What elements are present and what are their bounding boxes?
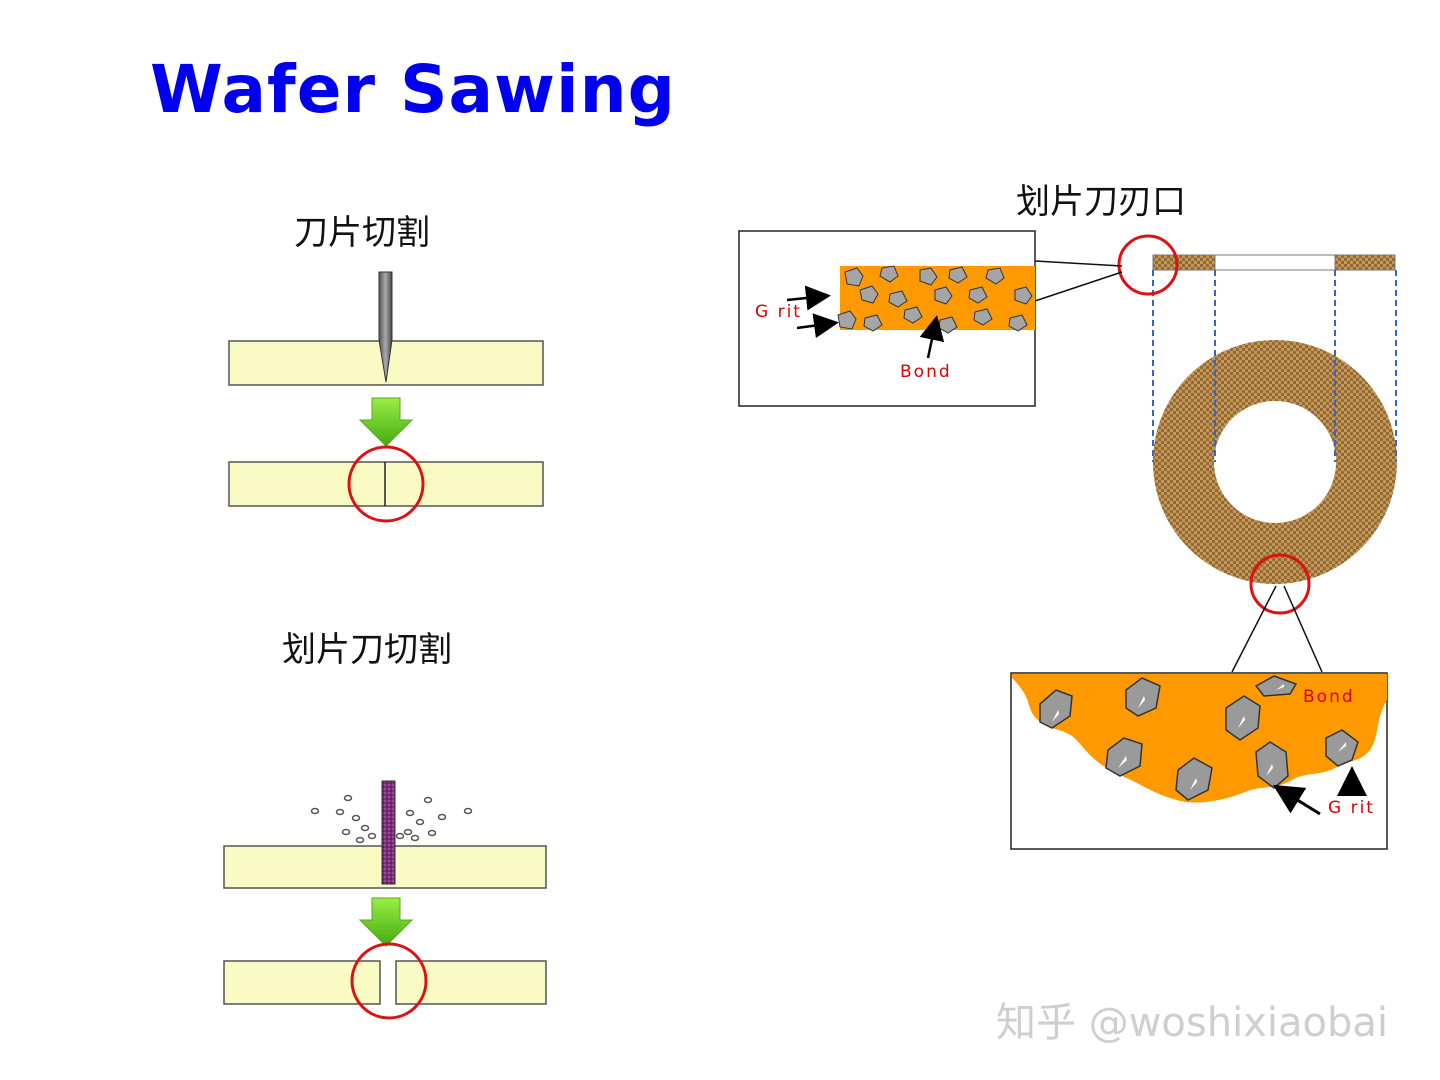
debris-particles xyxy=(310,794,473,844)
dicing-saw-cut-label: 划片刀切割 xyxy=(282,630,452,670)
watermark: 知乎 @woshixiaobai xyxy=(996,1000,1388,1046)
edge-strip-right xyxy=(1334,254,1396,271)
down-arrow-icon-2 xyxy=(358,897,414,947)
highlight-circle-bottom xyxy=(1249,553,1311,615)
down-arrow-icon xyxy=(358,397,414,447)
wafer-bottom-2-right xyxy=(395,960,547,1005)
edge-strip-hole xyxy=(1214,254,1336,271)
edge-detail-inset: G rit Bond xyxy=(738,230,1036,407)
blade-wheel-ring xyxy=(1152,340,1397,584)
bond-layer-bottom xyxy=(1012,674,1387,803)
bond-label-top: Bond xyxy=(900,362,952,382)
bond-label-bottom: Bond xyxy=(1303,687,1355,707)
connector-line xyxy=(1283,585,1323,673)
wafer-bottom-1 xyxy=(228,461,544,507)
dashed-guides xyxy=(1152,270,1397,462)
grit-particles-top xyxy=(837,265,1033,334)
connector-line xyxy=(1034,260,1123,267)
saw-cut-group xyxy=(223,780,547,1020)
grit-arrow xyxy=(796,313,839,339)
grit-arrow-bottom xyxy=(1272,784,1321,816)
grit-highlights xyxy=(1052,684,1346,790)
grit-label-top: G rit xyxy=(755,302,802,322)
dicing-saw-blade-icon xyxy=(381,780,396,885)
grit-label-bottom: G rit xyxy=(1328,798,1375,818)
grit-arrow xyxy=(786,285,831,311)
knife-blade-icon xyxy=(378,271,393,383)
blade-wheel-group xyxy=(1034,234,1397,673)
grit-detail-inset: Bond G rit xyxy=(1010,672,1388,850)
highlight-circle-edge xyxy=(1117,234,1179,296)
blade-cut-group xyxy=(228,271,544,523)
highlight-circle-icon xyxy=(347,445,425,523)
edge-strip-left xyxy=(1152,254,1216,271)
grit-particles-bottom xyxy=(1039,675,1359,801)
page-title: Wafer Sawing xyxy=(150,51,676,128)
blade-cut-label: 刀片切割 xyxy=(294,213,430,253)
connector-line xyxy=(1034,271,1123,302)
bond-arrow xyxy=(919,315,945,359)
blade-edge-label: 划片刀刃口 xyxy=(1016,182,1186,222)
connector-line xyxy=(1231,585,1277,673)
highlight-circle-icon-2 xyxy=(350,942,428,1020)
